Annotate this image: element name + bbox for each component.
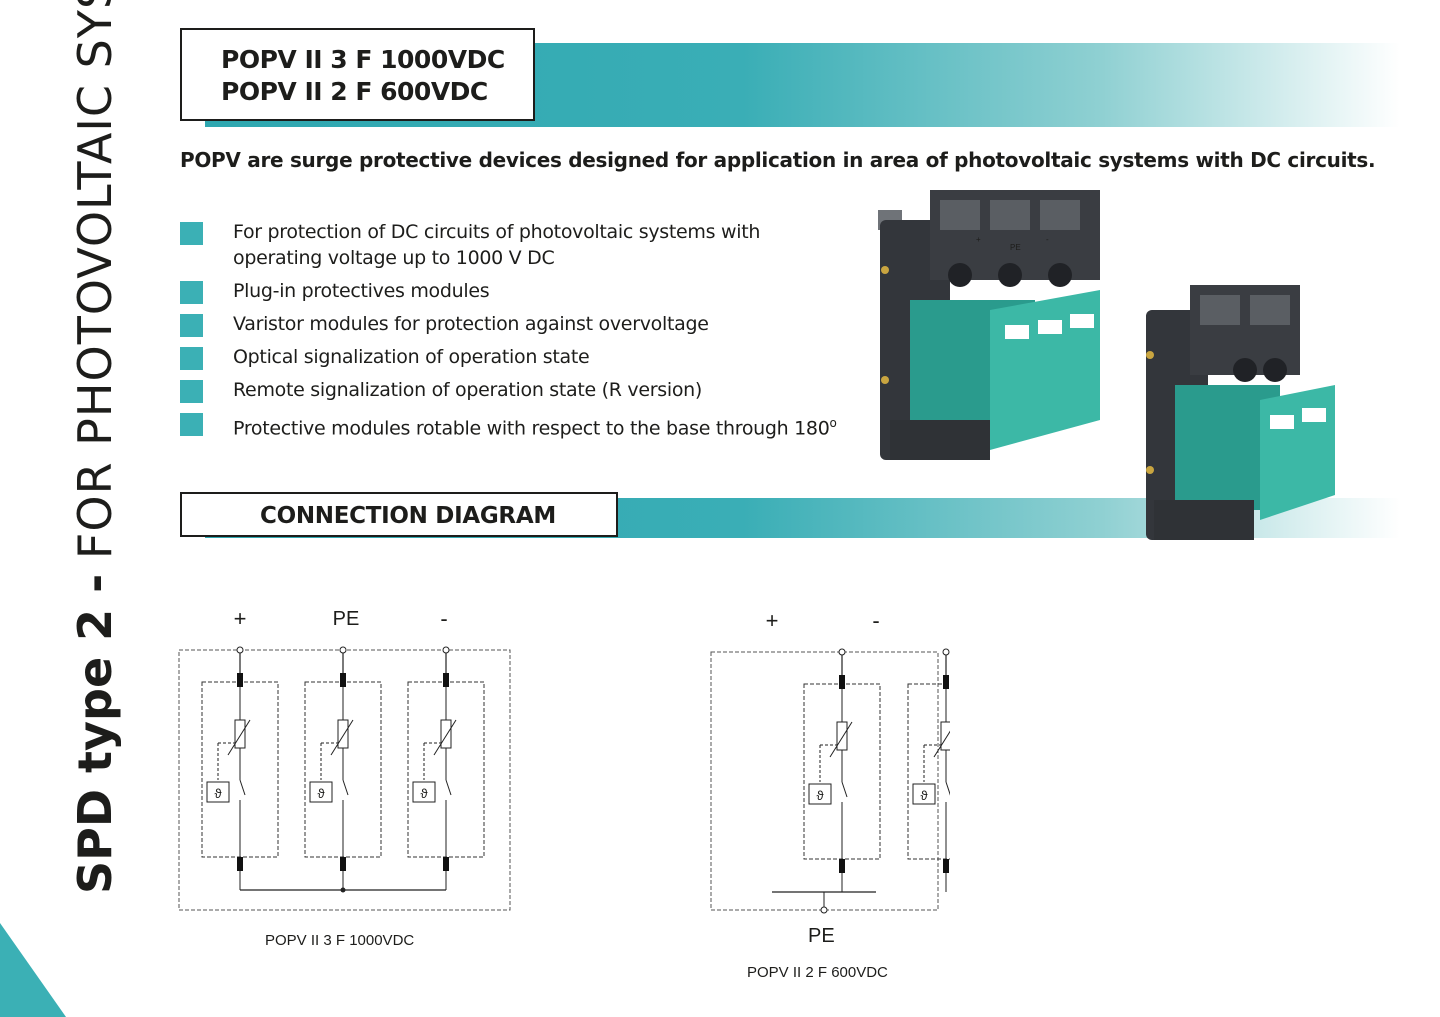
bullet-square-icon <box>180 314 203 337</box>
bullet-square-icon <box>180 281 203 304</box>
connection-diagram-2-pole: + - <box>710 608 950 914</box>
corner-triangle-decoration <box>0 923 66 1017</box>
bullet-square-icon <box>180 222 203 245</box>
diagram-pole: ϑ <box>201 646 279 890</box>
feature-item: Remote signalization of operation state … <box>180 377 850 403</box>
product-image-3-pole: + PE - <box>878 190 1100 460</box>
header-title-box: POPV II 3 F 1000VDC POPV II 2 F 600VDC <box>180 28 535 121</box>
bullet-square-icon <box>180 413 203 436</box>
feature-item: Varistor modules for protection against … <box>180 311 850 337</box>
feature-item: Plug-in protectives modules <box>180 278 850 304</box>
diagram-caption-2-pole: POPV II 2 F 600VDC <box>747 964 888 981</box>
intro-text: POPV are surge protective devices design… <box>180 148 1376 172</box>
side-title-light: FOR PHOTOVOLTAIC SYSTEM <box>68 0 122 560</box>
terminal-plus-label: + <box>234 606 247 631</box>
terminal-pe-label: PE <box>333 608 360 630</box>
feature-item: For protection of DC circuits of photovo… <box>180 219 850 271</box>
header-line-1: POPV II 3 F 1000VDC <box>221 45 505 74</box>
svg-text:ϑ: ϑ <box>214 786 222 801</box>
connection-diagram-title: CONNECTION DIAGRAM <box>180 492 618 537</box>
terminal-plus-label: + <box>766 608 779 633</box>
terminal-minus-label: - <box>872 608 879 633</box>
connection-diagram-3-pole: + PE - ϑ <box>178 606 511 911</box>
terminal-minus-label: - <box>440 606 447 631</box>
header-line-2: POPV II 2 F 600VDC <box>221 77 488 106</box>
module-label: PE <box>1010 243 1021 252</box>
bullet-square-icon <box>180 347 203 370</box>
module-label: + <box>976 235 981 244</box>
diagram-caption-3-pole: POPV II 3 F 1000VDC <box>265 932 415 949</box>
module-label: - <box>1046 235 1049 244</box>
bullet-square-icon <box>180 380 203 403</box>
side-title: SPD type 2 - FOR PHOTOVOLTAIC SYSTEM <box>68 0 122 894</box>
product-image-2-pole <box>1146 285 1335 540</box>
feature-item: Optical signalization of operation state <box>180 344 850 370</box>
terminal-pe-bottom-label: PE <box>808 925 835 947</box>
feature-item: Protective modules rotable with respect … <box>180 410 850 441</box>
feature-list: For protection of DC circuits of photovo… <box>180 219 850 448</box>
side-title-bold: SPD type 2 - <box>68 573 122 894</box>
